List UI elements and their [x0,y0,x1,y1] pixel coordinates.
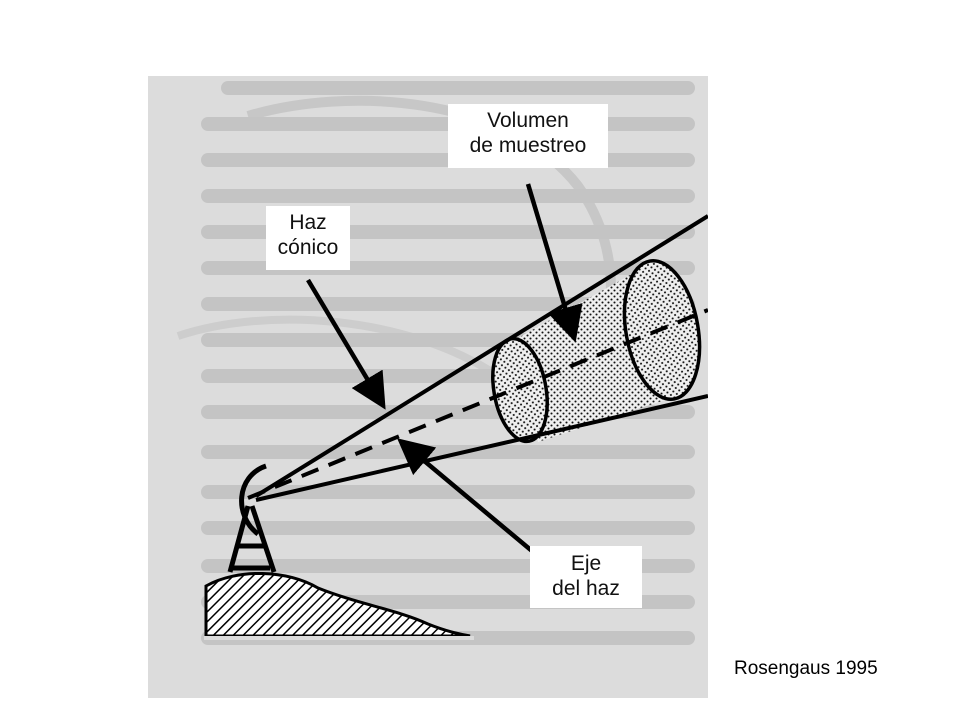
arrow-volume [525,183,583,343]
beam-lower-edge [255,394,708,502]
faint-globe-arc [176,315,501,380]
label-volume: Volumen de muestreo [448,108,608,158]
label-cone-bg [266,206,350,270]
radar-beam-diagram [148,76,708,698]
label-cone-line2: cónico [277,236,339,259]
label-axis-bg [530,546,642,608]
label-volume-line2: de muestreo [469,134,587,157]
antenna-tower [227,505,277,573]
antenna-dish [239,463,267,536]
beam-upper-edge [254,214,708,498]
label-cone-line1: Haz [289,211,327,234]
source-credit: Rosengaus 1995 [734,658,878,679]
beam-axis [247,308,708,500]
label-cone: Haz cónico [266,210,350,260]
label-axis-line1: Eje [570,552,602,575]
label-axis-line2: del haz [552,577,620,600]
label-axis: Eje del haz [530,551,642,601]
label-volume-bg [448,104,608,168]
ground-terrain [204,572,471,638]
ground-fill [204,636,474,640]
arrow-cone [306,278,386,410]
label-volume-line1: Volumen [487,109,569,132]
arrow-axis [397,438,540,558]
